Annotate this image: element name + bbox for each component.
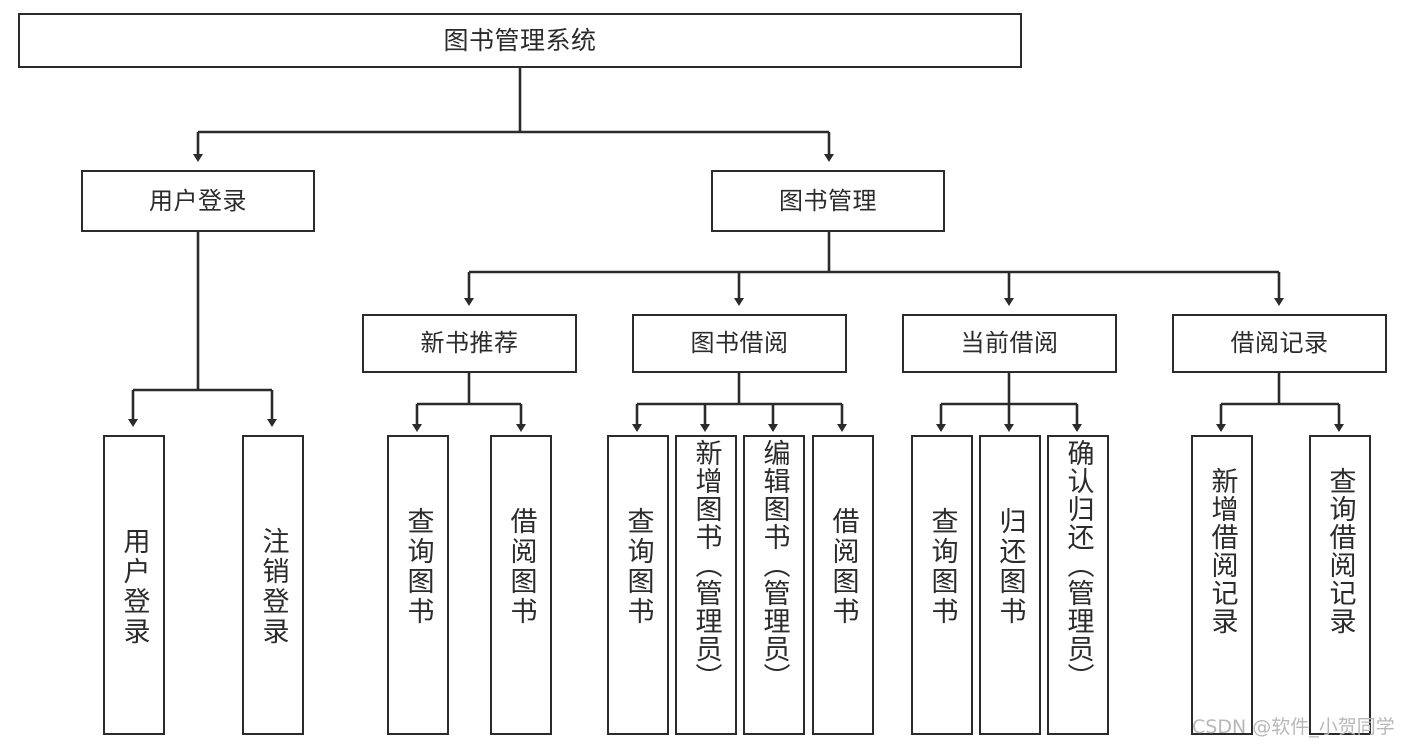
node-label: 用户登录 (149, 186, 247, 215)
node-leaf-query-borrow-record[interactable]: 查询借阅记录 (1309, 435, 1371, 735)
node-borrow-record[interactable]: 借阅记录 (1172, 314, 1387, 373)
node-current-borrow[interactable]: 当前借阅 (902, 314, 1117, 373)
node-leaf-confirm-return-admin[interactable]: 确认归还（管理员） (1047, 435, 1109, 735)
node-book-management[interactable]: 图书管理 (711, 170, 945, 232)
node-label: 图书借阅 (690, 329, 789, 358)
node-label: 查询图书 (402, 507, 434, 627)
node-label: 新增借阅记录 (1206, 467, 1238, 635)
node-leaf-add-book-admin[interactable]: 新增图书（管理员） (675, 435, 737, 735)
node-leaf-borrow-book-recommend[interactable]: 借阅图书 (490, 435, 552, 735)
node-leaf-query-book-recommend[interactable]: 查询图书 (387, 435, 449, 735)
node-label: 图书管理系统 (443, 25, 597, 55)
node-label: 用户登录 (118, 527, 150, 647)
node-label: 借阅记录 (1230, 329, 1329, 358)
node-label: 图书管理 (779, 186, 877, 215)
node-label: 归还图书 (994, 507, 1026, 627)
node-label: 编辑图书（管理员） (758, 439, 790, 691)
node-book-borrow[interactable]: 图书借阅 (632, 314, 847, 373)
node-user-login[interactable]: 用户登录 (81, 170, 315, 232)
csdn-watermark: CSDN @软件_小贺同学 (1192, 716, 1395, 738)
node-leaf-query-book-current[interactable]: 查询图书 (911, 435, 973, 735)
node-leaf-borrow-book[interactable]: 借阅图书 (812, 435, 874, 735)
node-label: 新书推荐 (420, 329, 519, 358)
node-label: 查询图书 (622, 507, 654, 627)
node-label: 确认归还（管理员） (1062, 439, 1094, 691)
node-leaf-edit-book-admin[interactable]: 编辑图书（管理员） (743, 435, 805, 735)
node-leaf-logout[interactable]: 注销登录 (242, 435, 304, 735)
node-leaf-user-login[interactable]: 用户登录 (103, 435, 165, 735)
node-new-book-recommend[interactable]: 新书推荐 (362, 314, 577, 373)
node-label: 借阅图书 (827, 507, 859, 627)
node-label: 新增图书（管理员） (690, 439, 722, 691)
node-label: 查询借阅记录 (1324, 467, 1356, 635)
node-leaf-add-borrow-record[interactable]: 新增借阅记录 (1191, 435, 1253, 735)
node-leaf-return-book[interactable]: 归还图书 (979, 435, 1041, 735)
node-root-system[interactable]: 图书管理系统 (18, 13, 1022, 68)
node-label: 借阅图书 (505, 507, 537, 627)
node-label: 注销登录 (257, 527, 289, 647)
node-leaf-query-book-borrow[interactable]: 查询图书 (607, 435, 669, 735)
node-label: 查询图书 (926, 507, 958, 627)
node-label: 当前借阅 (960, 329, 1059, 358)
